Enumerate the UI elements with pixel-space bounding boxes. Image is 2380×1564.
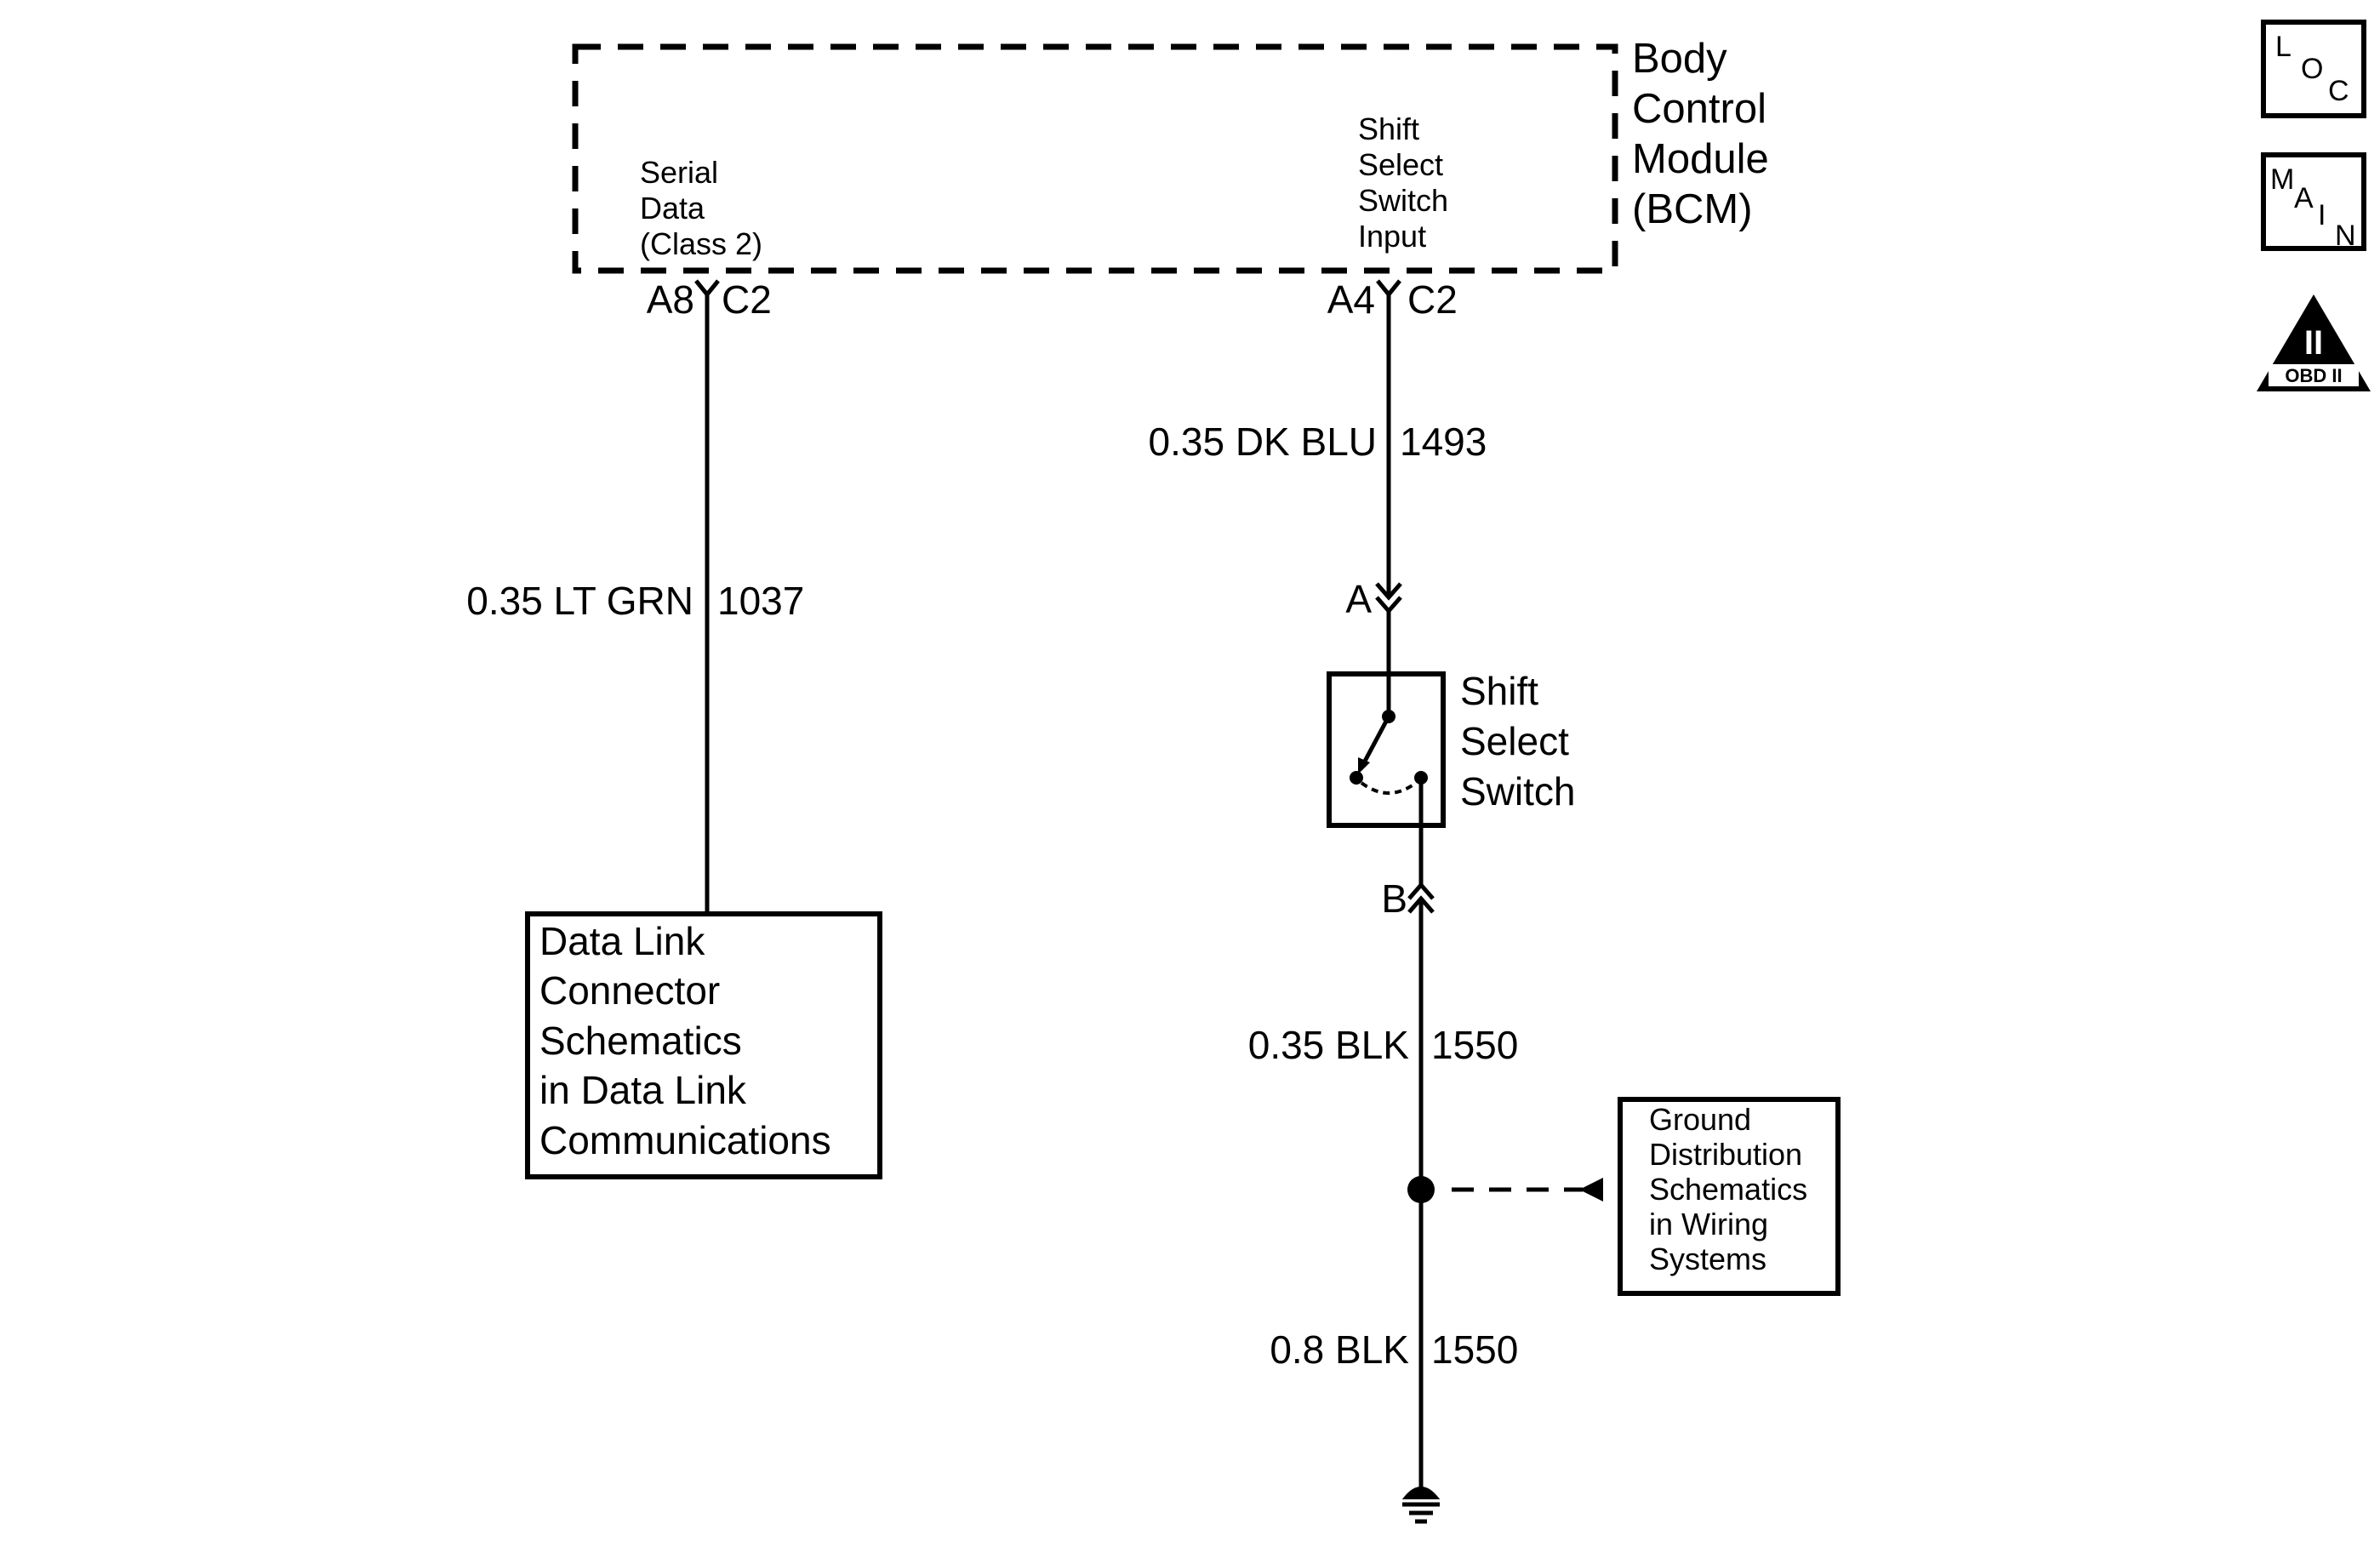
pin-serial-symbol: [694, 279, 720, 298]
serial-data-line: (Class 2): [640, 226, 762, 261]
main-icon-letter: M: [2270, 163, 2294, 196]
bcm-title-line: Module: [1632, 136, 1769, 182]
dlc-line: Communications: [539, 1118, 831, 1162]
dlc-line: Data Link: [539, 919, 705, 963]
dlc-box: [525, 911, 882, 1179]
shift-wire-label: 0.35 DK BLU: [1149, 420, 1377, 464]
bcm-title-line: Body: [1632, 36, 1727, 82]
serial-data-line: Data: [640, 191, 705, 225]
bcm-title-line: Control: [1632, 86, 1766, 132]
bcm-box: [572, 43, 1618, 274]
main-icon-letter: A: [2294, 182, 2314, 214]
loc-icon-letter: C: [2328, 75, 2349, 107]
ground-wire-circuit: 1550: [1431, 1327, 1518, 1372]
serial-data-line: Serial: [640, 155, 718, 190]
shift-switch-box: [1327, 671, 1446, 828]
main-icon-letter: I: [2318, 199, 2326, 231]
chassis-ground-icon: [1401, 1487, 1441, 1524]
pin-shift-connector: C2: [1407, 277, 1458, 322]
ground-box-line: in Wiring: [1649, 1207, 1768, 1241]
main-icon-letter: N: [2335, 220, 2356, 252]
ground-box-line: Distribution: [1649, 1137, 1802, 1172]
bcm-title: Body Control Module (BCM): [1632, 36, 1769, 232]
ground-wire-label: 0.8 BLK: [1270, 1327, 1409, 1372]
ground-reference-arrow: [1579, 1178, 1603, 1202]
switch-ground-wire-label: 0.35 BLK: [1248, 1023, 1410, 1067]
obd-ii-icon[interactable]: II OBD II: [2257, 294, 2371, 391]
dlc-line: in Data Link: [539, 1068, 747, 1112]
shift-input-line: Shift: [1358, 111, 1419, 146]
ground-distribution-box: [1618, 1097, 1841, 1296]
pin-shift-symbol: [1376, 279, 1401, 298]
switch-contact-left: [1350, 771, 1363, 785]
switch-title-line: Switch: [1460, 769, 1575, 813]
switch-ground-wire-circuit: 1550: [1431, 1023, 1518, 1067]
shift-input-line: Select: [1358, 147, 1443, 182]
loc-icon-letter: O: [2301, 53, 2323, 85]
dlc-line: Schematics: [539, 1019, 742, 1063]
switch-title-line: Shift: [1460, 669, 1538, 713]
ground-box-line: Systems: [1649, 1241, 1766, 1276]
serial-wire-circuit: 1037: [717, 579, 804, 623]
ground-box-line: Schematics: [1649, 1172, 1807, 1207]
switch-travel-arc: [1360, 781, 1418, 795]
dlc-line: Connector: [539, 968, 720, 1013]
switch-blade-arrow: [1358, 757, 1370, 774]
loc-icon[interactable]: L O C: [2261, 20, 2366, 118]
switch-title-line: Select: [1460, 719, 1569, 763]
shift-wire-circuit: 1493: [1400, 420, 1487, 464]
ground-box-text: Ground Distribution Schematics in Wiring…: [1649, 1102, 1807, 1276]
shift-input-line: Input: [1358, 219, 1426, 254]
terminal-a-label: A: [1345, 577, 1372, 621]
pin-shift: A4: [1327, 277, 1375, 322]
shift-switch-title: Shift Select Switch: [1460, 669, 1575, 813]
shift-input-label: Shift Select Switch Input: [1358, 111, 1448, 254]
terminal-b-label: B: [1381, 876, 1407, 921]
switch-blade: [1359, 715, 1391, 769]
serial-wire-label: 0.35 LT GRN: [466, 579, 693, 623]
ground-splice: [1407, 1176, 1435, 1203]
serial-data-label: Serial Data (Class 2): [640, 155, 762, 261]
dlc-box-text: Data Link Connector Schematics in Data L…: [539, 919, 831, 1162]
loc-icon-letter: L: [2275, 31, 2292, 63]
shift-input-line: Switch: [1358, 183, 1448, 218]
pin-serial-connector: C2: [722, 277, 772, 322]
ground-box-line: Ground: [1649, 1102, 1751, 1137]
bcm-title-line: (BCM): [1632, 186, 1753, 232]
pin-serial: A8: [647, 277, 694, 322]
main-icon[interactable]: M A I N: [2261, 152, 2366, 252]
obd-ii-label: OBD II: [2285, 365, 2342, 386]
obd-ii-numeral: II: [2304, 324, 2323, 362]
